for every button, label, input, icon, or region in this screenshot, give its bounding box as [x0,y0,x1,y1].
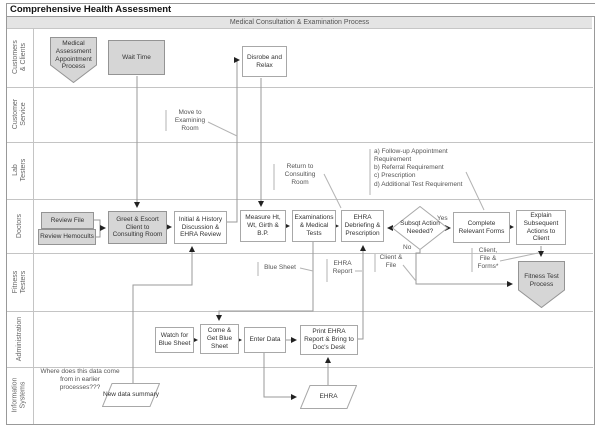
label-client-file-forms[interactable]: Client, File & Forms* [477,247,499,271]
node-disrobe-and-relax[interactable]: Disrobe and Relax [242,46,287,77]
node-explain-subsequent-actions[interactable]: Explain Subsequent Actions to Client [516,210,566,245]
node-examinations-medical-tests[interactable]: Examinations & Medical Tests [292,210,336,242]
label-move-to-examining-room[interactable]: Move to Examining Room [174,109,206,133]
diagram-border [6,3,595,425]
lane-doctors: Doctors [15,213,23,239]
label-ehra-report[interactable]: EHRA Report [332,260,353,276]
pentagon-down-shape [50,37,97,83]
node-initial-history-discussion[interactable]: Initial & History Discussion & EHRA Revi… [174,211,227,244]
diagram-title: Comprehensive Health Assessment [7,4,595,17]
lane-lab-testers: Lab Testers [11,159,27,182]
lane-information-systems: Information Systems [11,377,27,414]
lane-divider [7,142,593,143]
node-enter-data[interactable]: Enter Data [244,327,286,353]
node-watch-for-blue-sheet[interactable]: Watch for Blue Sheet [155,327,194,353]
lane-customers-clients: Customers & Clients [11,40,27,75]
lane-divider [7,253,593,254]
annotation-data-question[interactable]: Where does this data come from in earlie… [40,368,120,392]
node-print-ehra-report[interactable]: Print EHRA Report & Bring to Doc's Desk [300,325,358,355]
node-ehra-datastore[interactable]: EHRA [300,385,357,409]
parallelogram-shape [102,383,160,407]
lane-fitness-testers: Fitness Testers [11,270,27,294]
node-come-get-blue-sheet[interactable]: Come & Get Blue Sheet [200,324,239,354]
label-yes: Yes [437,215,448,222]
lane-divider [7,311,593,312]
pentagon-down-shape [518,261,565,308]
node-complete-relevant-forms[interactable]: Complete Relevant Forms [453,212,510,243]
node-ehra-debriefing-prescription[interactable]: EHRA Debriefing & Prescription [341,210,384,242]
parallelogram-shape [300,385,357,409]
node-medical-assessment-process[interactable]: Medical Assessment Appointment Process [50,37,97,83]
lane-label-divider [33,28,34,424]
lane-administration: Administration [15,316,23,362]
node-subsqt-action-needed-decision[interactable]: Subsqt Action Needed? [392,206,448,250]
label-blue-sheet[interactable]: Blue Sheet [264,264,296,271]
lane-customer-service: Customer Service [11,99,27,130]
node-review-file[interactable]: Review File [41,212,94,229]
node-measure-vitals[interactable]: Measure Ht, Wt, Girth & B.P. [240,210,286,242]
annotation-requirements-list[interactable]: a) Follow-up Appointment Requirement b) … [374,148,463,188]
node-fitness-test-process[interactable]: Fitness Test Process [518,261,565,308]
node-wait-time[interactable]: Wait Time [108,40,165,75]
lane-divider [7,199,593,200]
node-new-data-summary[interactable]: New data summary [102,383,160,407]
lane-divider [7,87,593,88]
node-greet-escort-client[interactable]: Greet & Escort Client to Consulting Room [108,211,167,244]
process-header: Medical Consultation & Examination Proce… [7,17,592,29]
label-client-and-file[interactable]: Client & File [379,254,403,270]
label-no: No [403,244,412,251]
label-return-to-consulting-room[interactable]: Return to Consulting Room [284,163,316,187]
node-review-hemocults[interactable]: Review Hemocults [38,229,96,245]
lane-divider [7,367,593,368]
diamond-shape [392,206,448,250]
